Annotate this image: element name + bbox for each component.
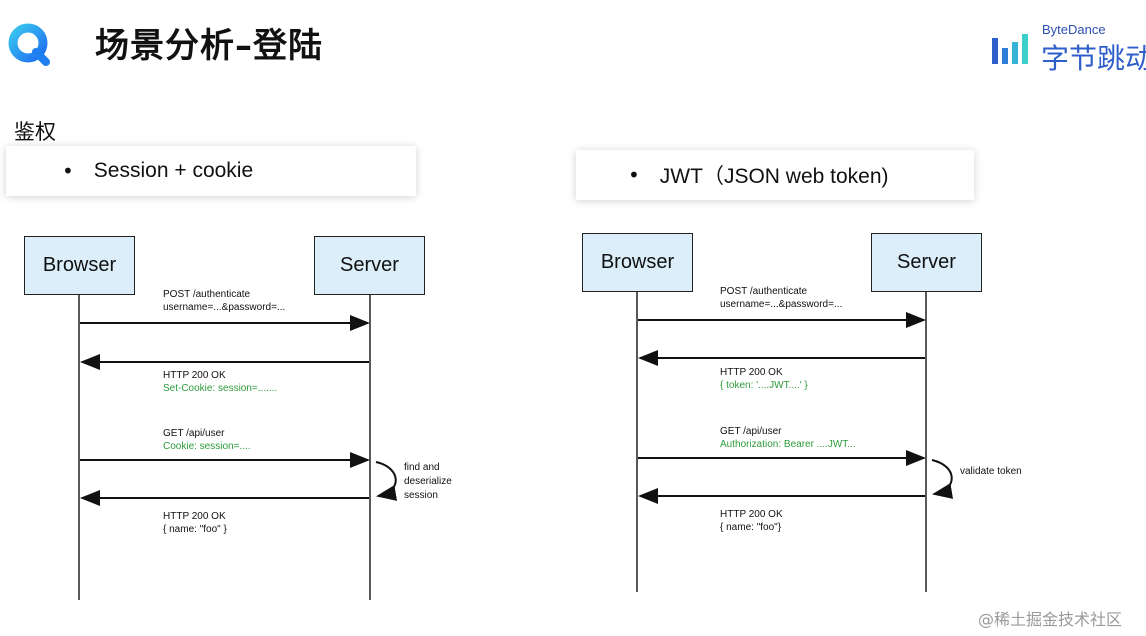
page-title: 场景分析–登陆 xyxy=(95,26,323,66)
section-label: 鉴权 xyxy=(14,120,56,144)
brand-subtitle: ByteDance xyxy=(1042,22,1106,37)
message-http-200-name: HTTP 200 OK { name: "foo"} xyxy=(720,509,783,533)
browser-box: Browser xyxy=(582,233,693,292)
message-http-200-token: HTTP 200 OK { token: '....JWT....' } xyxy=(720,367,808,391)
message-get-api-user: GET /api/user Cookie: session=.... xyxy=(163,428,251,452)
browser-box: Browser xyxy=(24,236,135,295)
watermark: @稀土掘金技术社区 xyxy=(978,610,1123,629)
bullet-dot: • xyxy=(628,163,640,187)
bullet-card-jwt: • JWT（JSON web token) xyxy=(576,150,974,200)
session-cookie-diagram: Browser Server POST /authenticate userna… xyxy=(24,236,452,600)
bytedance-logo: ByteDance 字节跳动 xyxy=(990,22,1146,75)
note-validate-token: validate token xyxy=(960,466,1022,477)
note-find-deserialize-session: find and deserialize session xyxy=(404,462,452,501)
brand-name: 字节跳动 xyxy=(1041,42,1146,75)
bullet-text-session: Session + cookie xyxy=(93,159,254,182)
message-post-authenticate: POST /authenticate username=...&password… xyxy=(720,286,843,310)
bullet-text-jwt: JWT（JSON web token) xyxy=(659,165,889,188)
bullet-card-session: • Session + cookie xyxy=(6,146,416,196)
self-loop-arrow xyxy=(375,461,398,501)
session-diagram-lines xyxy=(78,295,398,600)
message-get-api-user: GET /api/user Authorization: Bearer ....… xyxy=(720,426,856,450)
self-loop-arrow xyxy=(931,459,954,499)
message-post-authenticate: POST /authenticate username=...&password… xyxy=(163,289,286,313)
bytedance-bars-icon xyxy=(992,34,1028,64)
server-box: Server xyxy=(871,233,982,292)
message-http-200-set-cookie: HTTP 200 OK Set-Cookie: session=....... xyxy=(163,370,278,394)
app-logo-icon xyxy=(8,23,50,66)
bullet-dot: • xyxy=(62,159,74,183)
server-box: Server xyxy=(314,236,425,295)
message-http-200-name: HTTP 200 OK { name: "foo" } xyxy=(163,511,227,535)
